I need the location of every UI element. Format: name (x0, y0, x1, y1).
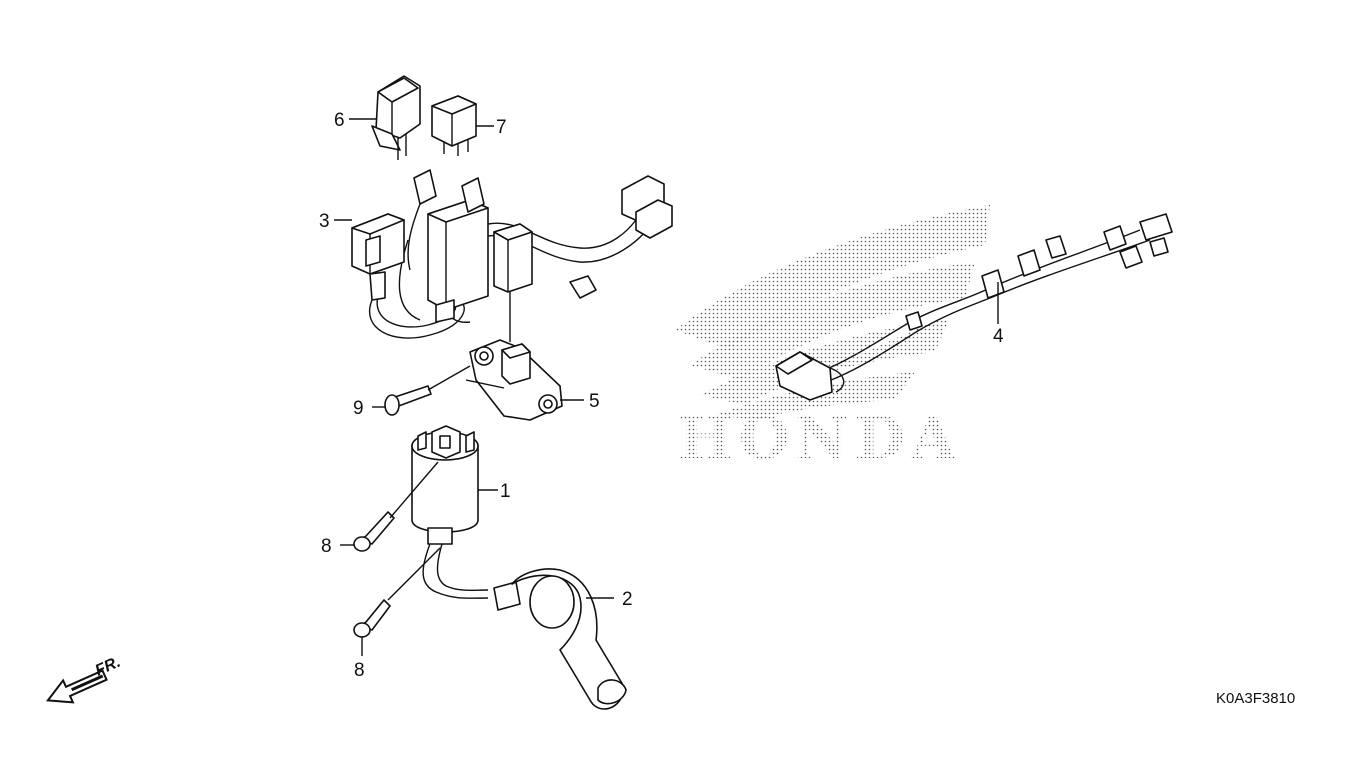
part-1-ignition-coil[interactable] (411, 425, 489, 599)
part-5-bracket[interactable] (469, 339, 563, 421)
callout-4[interactable]: 4 (993, 326, 1004, 347)
front-direction-arrow-icon (45, 669, 108, 704)
callout-8-lower[interactable]: 8 (354, 660, 365, 681)
honda-logo-text: HONDA (678, 404, 962, 472)
callout-3[interactable]: 3 (319, 211, 330, 232)
part-3-wire-harness[interactable] (351, 169, 673, 339)
leader-lines (334, 118, 999, 656)
callout-2[interactable]: 2 (622, 589, 633, 610)
callout-1[interactable]: 1 (500, 481, 511, 502)
honda-wing-watermark: HONDA (675, 205, 990, 472)
part-6-relay[interactable] (371, 75, 421, 160)
front-label: FR. (93, 654, 123, 680)
diagram-code: K0A3F3810 (1216, 690, 1295, 707)
part-8-bolt-lower[interactable] (353, 599, 391, 638)
part-2-spark-plug-cap[interactable] (493, 568, 627, 710)
callout-9[interactable]: 9 (353, 398, 364, 419)
callout-8-upper[interactable]: 8 (321, 536, 332, 557)
callout-7[interactable]: 7 (496, 117, 507, 138)
part-7-relay[interactable] (431, 95, 477, 156)
callout-6[interactable]: 6 (334, 110, 345, 131)
part-4-sub-harness[interactable] (775, 213, 1173, 401)
callout-5[interactable]: 5 (589, 391, 600, 412)
part-8-bolt-upper[interactable] (353, 511, 395, 552)
part-9-bolt[interactable] (384, 385, 432, 416)
